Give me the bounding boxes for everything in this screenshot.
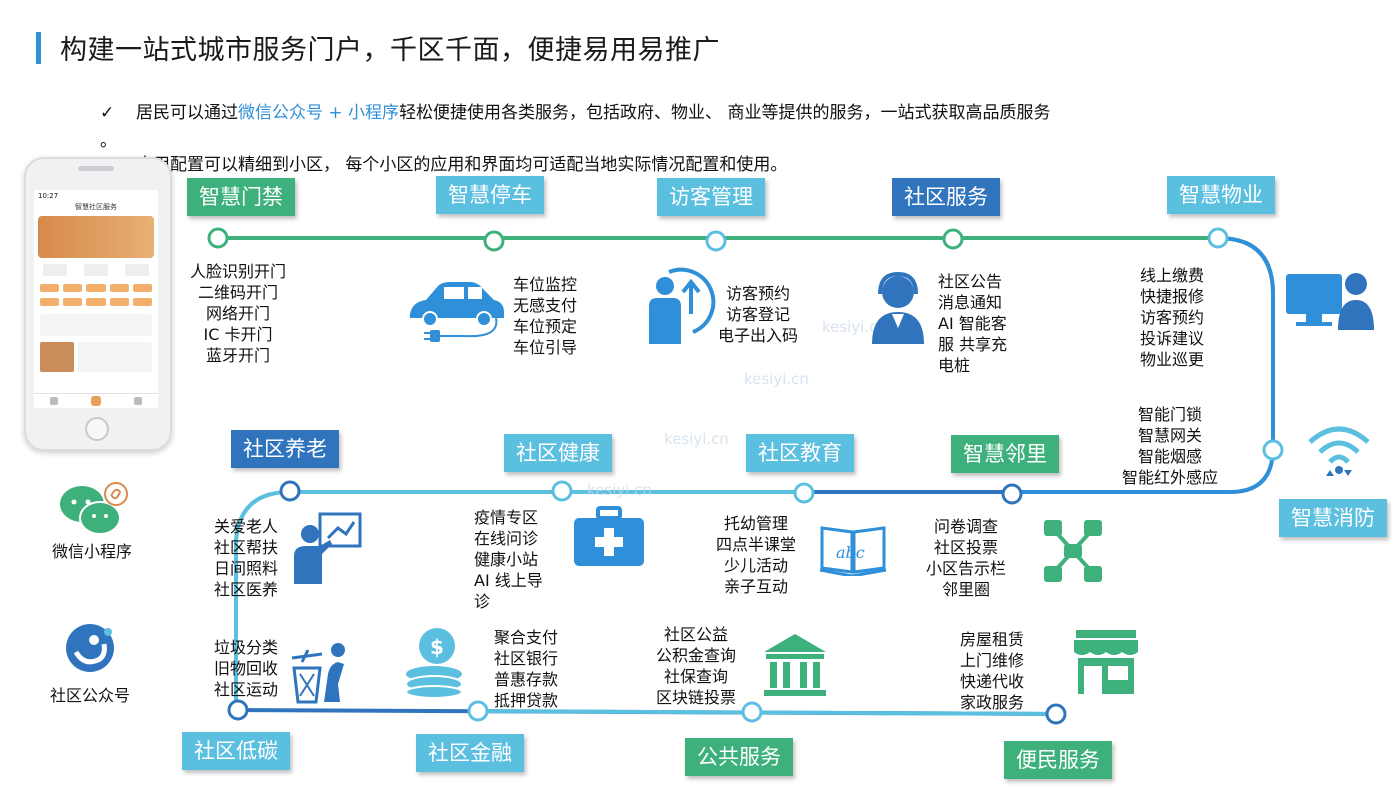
tag-convenience: 便民服务: [1004, 741, 1112, 779]
computer-user-icon: [1286, 273, 1374, 330]
phone-screen: 10:27 智慧社区服务: [34, 190, 158, 408]
phone-card: [40, 314, 152, 336]
tag-access: 智慧门禁: [187, 178, 295, 216]
customer-service-icon: [872, 271, 924, 344]
station-visitor: [705, 230, 727, 252]
tag-fire: 智慧消防: [1279, 499, 1387, 537]
network-nodes-icon: [1044, 520, 1102, 582]
tag-education: 社区教育: [746, 434, 854, 472]
tag-parking: 智慧停车: [436, 176, 544, 214]
bullet-1: ✓居民可以通过微信公众号 + 小程序轻松便捷使用各类服务，包括政府、物业、 商业…: [100, 103, 1051, 123]
list-health: 疫情专区 在线问诊 健康小站 AI 线上导 诊: [474, 508, 543, 611]
coins-icon: $: [405, 628, 463, 698]
tag-lowcarbon: 社区低碳: [182, 732, 290, 770]
list-fire: 智能门锁 智慧网关 智能烟感 智能红外感应: [1122, 405, 1219, 487]
station-community: [942, 228, 964, 250]
tag-health: 社区健康: [504, 434, 612, 472]
phone-news-item: [40, 342, 152, 372]
list-access: 人脸识别开门 二维码开门 网络开门 IC 卡开门 蓝牙开门: [190, 262, 287, 365]
watermark: kesiyi.cn: [822, 318, 887, 336]
station-elderly: [279, 480, 301, 502]
list-education: 托幼管理 四点半课堂 少儿活动 亲子互动: [716, 514, 797, 596]
recycle-bin-icon: [291, 643, 345, 704]
right-route-line: [1012, 236, 1275, 494]
list-elderly: 关爱老人 社区帮扶 日间照料 社区医养: [214, 517, 279, 599]
station-public: [741, 701, 763, 723]
svg-text:abc: abc: [836, 543, 865, 562]
phone-tabbar: [34, 393, 158, 408]
list-finance: 聚合支付 社区银行 普惠存款 抵押贷款: [494, 628, 559, 710]
station-lowcarbon: [227, 699, 249, 721]
title-accent-bar: [36, 32, 41, 64]
list-visitor: 访客预约 访客登记 电子出入码: [718, 284, 799, 345]
wifi-sensor-icon: [1308, 426, 1370, 476]
bank-building-icon: [764, 634, 826, 696]
official-account-icon: [66, 624, 114, 672]
tag-community: 社区服务: [892, 178, 1000, 216]
station-parking: [483, 230, 505, 252]
list-parking: 车位监控 无感支付 车位预定 车位引导: [513, 275, 578, 357]
station-health: [551, 480, 573, 502]
phone-shortcuts: [34, 264, 158, 276]
visitor-icon: [649, 267, 716, 344]
list-public: 社区公益 公积金查询 社保查询 区块链投票: [656, 625, 737, 707]
check-icon: ✓: [100, 103, 115, 123]
station-finance: [467, 700, 489, 722]
station-fire: [1262, 439, 1284, 461]
list-lowcarbon: 垃圾分类 旧物回收 社区运动: [214, 638, 279, 699]
tag-neighbor: 智慧邻里: [951, 435, 1059, 473]
station-neighbor: [1001, 483, 1023, 505]
list-convenience: 房屋租赁 上门维修 快递代收 家政服务: [960, 630, 1025, 712]
electric-car-icon: [410, 282, 504, 342]
list-neighbor: 问卷调查 社区投票 小区告示栏 邻里圈: [926, 517, 1007, 599]
tag-finance: 社区金融: [416, 734, 524, 772]
tag-property: 智慧物业: [1167, 176, 1275, 214]
phone-speaker: [78, 166, 114, 171]
official-account-label: 社区公众号: [50, 686, 131, 705]
watermark: kesiyi.cn: [587, 481, 652, 499]
station-convenience: [1045, 703, 1067, 725]
storefront-icon: [1074, 630, 1138, 694]
svg-text:$: $: [430, 635, 444, 659]
list-property: 线上缴费 快捷报修 访客预约 投诉建议 物业巡更: [1140, 266, 1205, 369]
mini-program-label: 微信小程序: [52, 542, 133, 561]
tag-elderly: 社区养老: [231, 430, 339, 468]
station-access: [207, 227, 229, 249]
station-property: [1207, 227, 1229, 249]
phone-app-grid: [34, 276, 158, 314]
abc-book-icon: abc: [819, 526, 887, 576]
teacher-board-icon: [294, 512, 362, 584]
watermark: kesiyi.cn: [744, 370, 809, 388]
wechat-mini-program-icon: [60, 482, 128, 535]
medical-kit-icon: [574, 506, 644, 566]
tag-public: 公共服务: [685, 738, 793, 776]
list-community: 社区公告 消息通知 AI 智能客 服 共享充 电桩: [938, 272, 1008, 375]
bullet-2: 。: [100, 131, 117, 151]
page-title: 构建一站式城市服务门户，千区千面，便捷易用易推广: [60, 35, 720, 66]
phone-home-button: [85, 417, 109, 441]
phone-header: 智慧社区服务: [75, 203, 117, 211]
phone-time: 10:27: [38, 192, 59, 200]
watermark: kesiyi.cn: [664, 430, 729, 448]
station-education: [793, 482, 815, 504]
tag-visitor: 访客管理: [657, 178, 765, 216]
phone-banner: [38, 216, 154, 258]
